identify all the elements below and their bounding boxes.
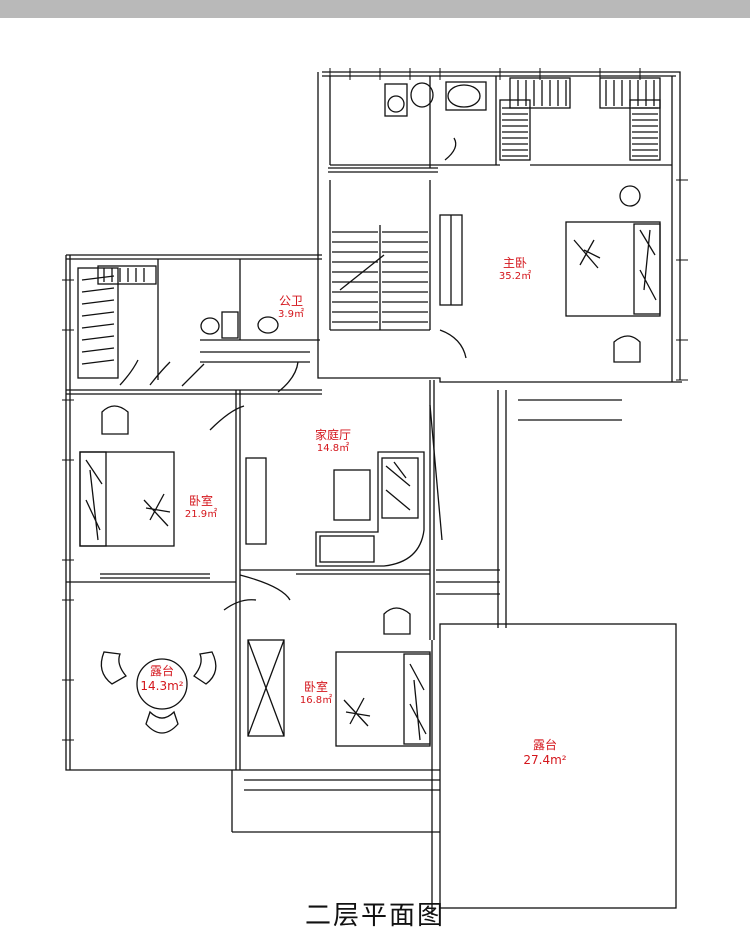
east-terrace [231,390,677,915]
dimension-ticks [62,68,688,741]
west-terrace-label: 露台 14.3m² [140,664,184,693]
master-bedroom-label: 主卧 35.2㎡ [498,256,532,282]
master-wardrobe [499,77,672,166]
family-hall-sofa [315,404,443,567]
floor-plan-caption: 二层平面图 [304,901,445,931]
exterior-walls [65,71,682,771]
south-bedroom-label: 卧室 16.8㎡ [299,680,333,706]
family-hall-label: 家庭厅 14.8㎡ [314,428,351,454]
top-gray-bar [0,0,750,18]
west-terrace-furniture [66,581,236,734]
east-terrace-label: 露台 27.4m² [523,738,567,767]
west-wing-upper [66,259,322,395]
master-bedroom-furniture [439,185,661,363]
upper-rooms [329,76,500,168]
west-bedroom-furniture [79,405,245,579]
west-bedroom-label: 卧室 21.9㎡ [184,494,218,520]
public-bath-label: 公卫 3.9㎡ [278,294,304,320]
staircase [329,180,431,331]
central-walls [223,380,435,770]
south-bedroom-furniture [247,607,431,747]
